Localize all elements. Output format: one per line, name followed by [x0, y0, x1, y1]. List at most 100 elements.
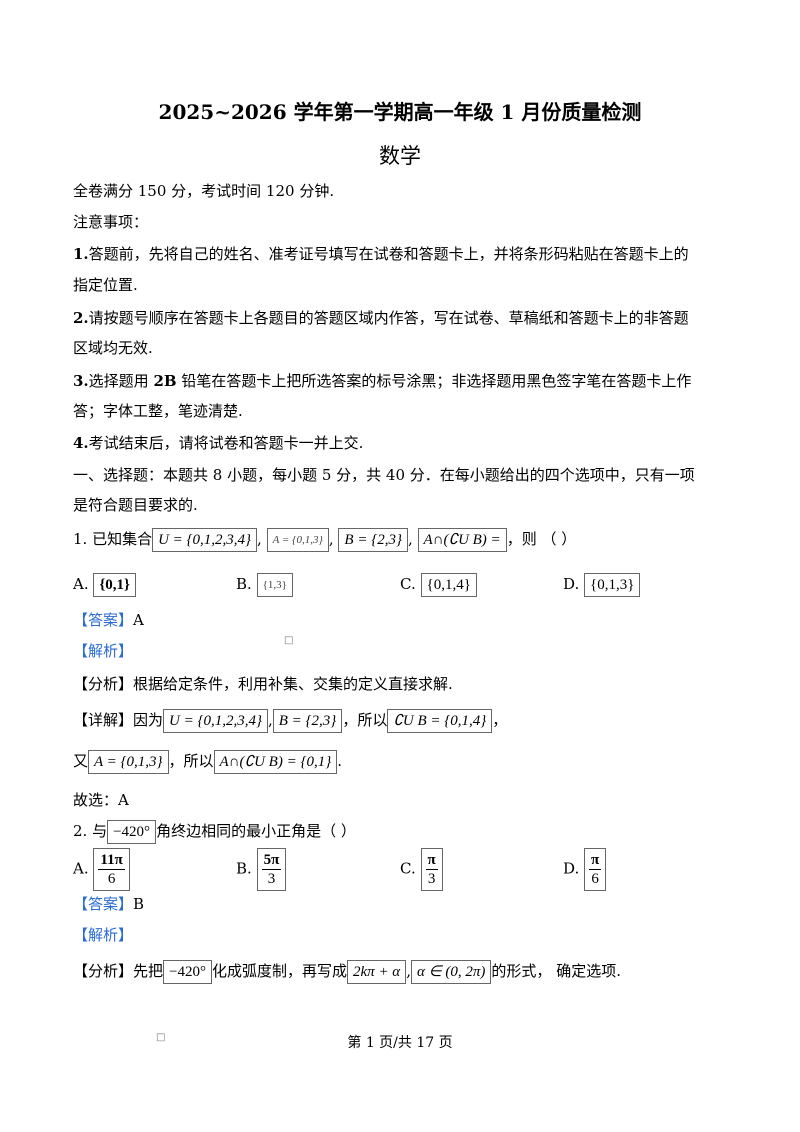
page-title: 2025~2026 学年第一学期高一年级 1 月份质量检测 — [158, 100, 642, 124]
note-2-cont: 区域均无效. — [73, 339, 153, 357]
q2-analysis-tag: 【解析】 — [73, 926, 134, 944]
q1-option-d-label: D. — [563, 575, 580, 593]
q1-detail-u-formula: U = {0,1,2,3,4} — [163, 709, 268, 733]
score-line: 全卷满分 150 分，考试时间 120 分钟. — [73, 182, 335, 200]
q1-option-a-formula: {0,1} — [93, 573, 136, 597]
q1-option-c-formula: {0,1,4} — [420, 573, 477, 597]
note-4-number: 4. — [73, 434, 89, 452]
subject-title: 数学 — [379, 144, 421, 168]
note-2: 2.请按题号顺序在答题卡上各题目的答题区域内作答，写在试卷、草稿纸和答题卡上的非… — [73, 308, 689, 328]
note-3-text-b: 铅笔在答题卡上把所选答案的标号涂黑；非选择题用黑色签字笔在答题卡上作 — [176, 372, 692, 390]
q2-fenxi-range-formula: α ∈ (0, 2π) — [410, 960, 492, 984]
q1-option-c-label: C. — [400, 575, 416, 593]
q1-detail-text-d: 又 — [73, 752, 89, 770]
q1-detail-a-formula: A = {0,1,3} — [88, 750, 169, 774]
section-heading-cont: 是符合题目要求的. — [73, 496, 198, 514]
q2-fenxi-comma: , — [406, 962, 411, 980]
q2-option-b-denominator: 3 — [267, 871, 276, 887]
q1-fenxi-text: 根据给定条件，利用补集、交集的定义直接求解. — [133, 675, 453, 693]
q1-set-b-formula: B = {2,3} — [338, 528, 408, 552]
section-heading: 一、选择题：本题共 8 小题，每小题 5 分，共 40 分．在每小题给出的四个选… — [73, 466, 695, 484]
q1-answer: 【答案】A — [73, 610, 144, 630]
q1-fenxi-tag: 【分析】 — [73, 675, 134, 693]
q2-answer-tag: 【答案】 — [73, 895, 134, 913]
q1-analysis-tag: 【解析】 — [73, 642, 134, 660]
q1-option-a-label: A. — [73, 575, 89, 593]
q2-suffix: 角终边相同的最小正角是（ ） — [156, 822, 356, 840]
note-3: 3.选择题用 2B 铅笔在答题卡上把所选答案的标号涂黑；非选择题用黑色签字笔在答… — [73, 371, 691, 391]
note-3-cont: 答；字体工整，笔迹清楚. — [73, 402, 243, 420]
placeholder-icon: □ — [284, 635, 294, 646]
q2-option-b-numerator: 5π — [261, 852, 282, 870]
q1-then: ，则 — [506, 530, 537, 548]
q2-fenxi-text-c: 的形式， 确定选项. — [491, 962, 621, 980]
q1-comma-1: , — [257, 530, 262, 548]
q2-answer-value: B — [133, 895, 145, 913]
q1-choose: 故选：A — [73, 791, 129, 809]
q1-option-c[interactable]: C. {0,1,4} — [400, 573, 477, 597]
q1-option-a[interactable]: A. {0,1} — [73, 573, 136, 597]
q2-option-a-label: A. — [73, 859, 89, 878]
q2-option-a-denominator: 6 — [107, 871, 116, 887]
q1-detail-text-f: . — [337, 752, 342, 770]
note-2-text: 请按题号顺序在答题卡上各题目的答题区域内作答，写在试卷、草稿纸和答题卡上的非答题 — [88, 309, 689, 327]
note-4-text: 考试结束后，请将试卷和答题卡一并上交. — [88, 434, 364, 452]
q2-prefix: 2. 与 — [73, 822, 108, 840]
q2-option-d-label: D. — [563, 859, 580, 878]
q1-answer-value: A — [133, 611, 144, 629]
q1-option-b[interactable]: B. {1,3} — [236, 573, 293, 597]
q2-fenxi-angle-formula: −420° — [163, 960, 212, 984]
q1-option-b-formula: {1,3} — [256, 573, 293, 597]
note-3-number: 3. — [73, 372, 89, 390]
note-4: 4.考试结束后，请将试卷和答题卡一并上交. — [73, 433, 363, 453]
q2-fenxi-text-a: 先把 — [133, 962, 164, 980]
page-number: 第 1 页/共 17 页 — [347, 1035, 453, 1051]
footer-placeholder-icon: □ — [156, 1032, 166, 1043]
q1-detail-b-formula: B = {2,3} — [272, 709, 343, 733]
q1-prefix: 1. 已知集合 — [73, 530, 153, 548]
q1-detail-text-b: ，所以 — [342, 711, 388, 729]
q1-set-u-formula: U = {0,1,2,3,4} — [152, 528, 258, 552]
q1-detail-tag: 【详解】 — [73, 711, 134, 729]
q1-option-d-formula: {0,1,3} — [584, 573, 641, 597]
q1-comma-2: , — [328, 530, 334, 548]
q2-fenxi-tag: 【分析】 — [73, 962, 134, 980]
q1-detail-cub-formula: ∁U B = {0,1,4} — [387, 709, 493, 733]
q2-option-c-denominator: 3 — [427, 871, 436, 887]
q1-detail-result-formula: A∩(∁U B) = {0,1} — [213, 750, 338, 774]
q1-option-b-label: B. — [236, 575, 252, 593]
note-1-number: 1. — [73, 245, 89, 263]
q2-option-d-numerator: π — [589, 852, 602, 870]
q2-option-c-numerator: π — [425, 852, 438, 870]
q2-fenxi-expr-formula: 2kπ + α — [347, 960, 407, 984]
q1-set-a-formula: A = {0,1,3} — [266, 528, 329, 552]
q1-paren: （ ） — [541, 530, 577, 548]
q1-detail-text-e: ，所以 — [168, 752, 214, 770]
q1-comma-3: , — [407, 530, 413, 548]
note-1-text: 答题前，先将自己的姓名、准考证号填写在试卷和答题卡上，并将条形码粘贴在答题卡上的 — [88, 245, 689, 263]
q1-fenxi: 【分析】根据给定条件，利用补集、交集的定义直接求解. — [73, 674, 453, 694]
q2-option-a-numerator: 11π — [98, 852, 125, 870]
q2-option-d-denominator: 6 — [591, 871, 599, 887]
q1-detail-comma: , — [267, 711, 273, 729]
q1-answer-tag: 【答案】 — [73, 611, 134, 629]
note-1: 1.答题前，先将自己的姓名、准考证号填写在试卷和答题卡上，并将条形码粘贴在答题卡… — [73, 244, 689, 264]
q2-fenxi-text-b: 化成弧度制，再写成 — [212, 962, 348, 980]
q1-option-d[interactable]: D. {0,1,3} — [563, 573, 641, 597]
q1-detail-text-c: ， — [492, 711, 508, 729]
note-3-pencil: 2B — [153, 372, 177, 390]
q2-angle-formula: −420° — [107, 820, 157, 844]
note-3-text-a: 选择题用 — [88, 372, 154, 390]
